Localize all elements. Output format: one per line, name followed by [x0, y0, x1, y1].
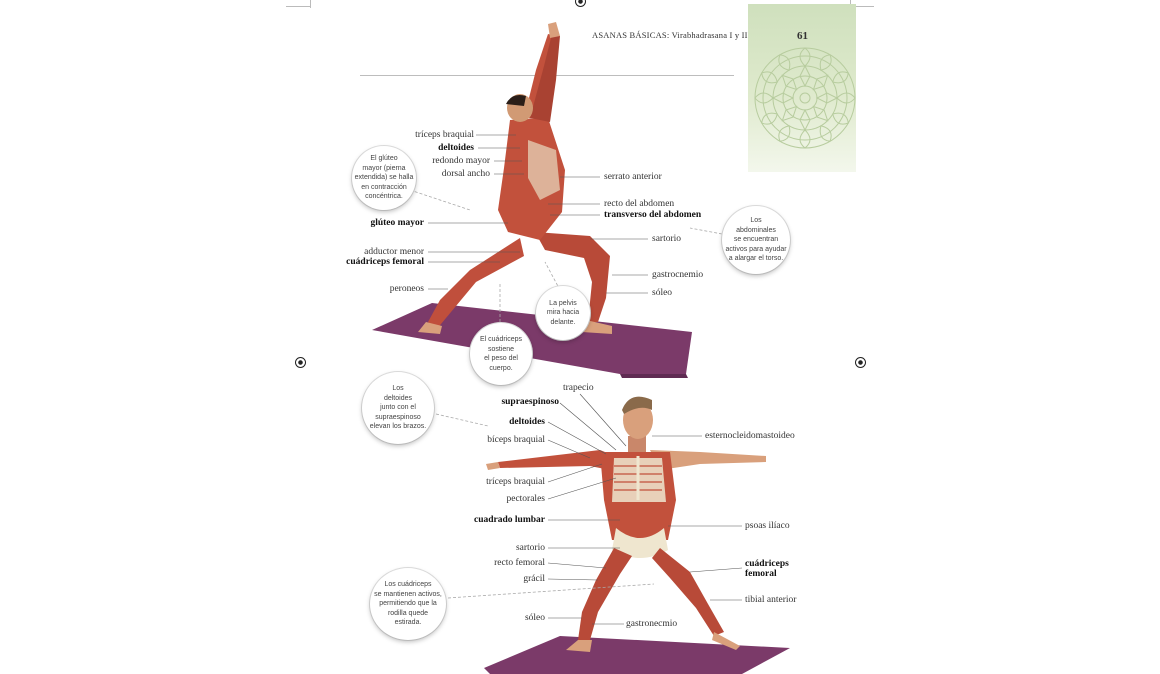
label-trapecio: trapecio: [563, 383, 594, 393]
left-arm: [498, 450, 620, 470]
label-gluteo-mayor: glúteo mayor: [370, 218, 424, 228]
label-gastronecmio: gastronecmio: [626, 619, 678, 629]
label-redondo-mayor: redondo mayor: [432, 156, 490, 166]
callout-cuadriceps-peso: El cuádriceps sostiene el peso del cuerp…: [470, 323, 532, 385]
label-recto-del-abdomen: recto del abdomen: [604, 199, 675, 209]
callout-pelvis: La pelvis mira hacia delante.: [536, 286, 590, 340]
label-recto-femoral: recto femoral: [494, 558, 545, 568]
label-psoas-iliaco: psoas ilíaco: [745, 521, 790, 531]
label-transverso-del-abdomen: transverso del abdomen: [604, 210, 702, 220]
callout-abdominales: Los abdominales se encuentran activos pa…: [722, 206, 790, 274]
yoga-mat-2: [484, 636, 790, 674]
callout-cuadriceps-activos: Los cuádriceps se mantienen activos, per…: [370, 568, 446, 640]
label-esternocleidomastoideo: esternocleidomastoideo: [705, 431, 795, 441]
left-leg: [578, 548, 632, 640]
label-biceps-braquial: bíceps braquial: [487, 435, 545, 445]
label-cuadrado-lumbar: cuadrado lumbar: [474, 515, 545, 525]
back-leg: [428, 238, 524, 330]
running-title: ASANAS BÁSICAS: Virabhadrasana I y II: [592, 30, 748, 40]
label-pectorales: pectorales: [506, 494, 545, 504]
crop-mark: [310, 0, 311, 8]
crop-mark: [286, 6, 310, 7]
label-serrato-anterior: serrato anterior: [604, 172, 662, 182]
label-dorsal-ancho: dorsal ancho: [441, 169, 490, 179]
pelvis: [612, 528, 668, 558]
callout-deltoides: Los deltoides junto con el supraespinoso…: [362, 372, 434, 444]
page-number: 61: [797, 30, 808, 42]
right-arm: [650, 450, 766, 470]
label-soleo: sóleo: [652, 288, 673, 298]
label-peroneos: peroneos: [389, 284, 424, 294]
registration-mark-icon: [295, 357, 306, 368]
label-cuadriceps-femoral: cuádriceps femoral: [346, 257, 424, 267]
yoga-mat: [372, 303, 692, 374]
registration-mark-icon: [855, 357, 866, 368]
callout-gluteo: El glúteo mayor (pierna extendida) se ha…: [352, 146, 416, 210]
right-leg: [652, 548, 724, 636]
label-gastrocnemio: gastrocnemio: [652, 270, 704, 280]
label-soleo-2: sóleo: [524, 613, 545, 623]
label-triceps-braquial: tríceps braquial: [415, 130, 474, 140]
label-deltoides-2: deltoides: [509, 417, 545, 427]
label-sartorio: sartorio: [652, 234, 682, 244]
label-triceps-braquial-2: tríceps braquial: [486, 477, 545, 487]
label-deltoides: deltoides: [438, 143, 474, 153]
label-adductor-menor: adductor menor: [364, 247, 424, 257]
label-tibial-anterior: tibial anterior: [745, 595, 797, 605]
crop-mark: [850, 6, 874, 7]
registration-mark-icon: [575, 0, 586, 7]
front-leg: [535, 232, 610, 322]
label-cuadriceps-2a: cuádriceps: [745, 559, 789, 569]
label-cuadriceps-2b: femoral: [745, 569, 777, 579]
label-sartorio-2: sartorio: [515, 543, 545, 553]
label-gracil: grácil: [523, 574, 545, 584]
label-supraespinoso: supraespinoso: [501, 397, 559, 407]
